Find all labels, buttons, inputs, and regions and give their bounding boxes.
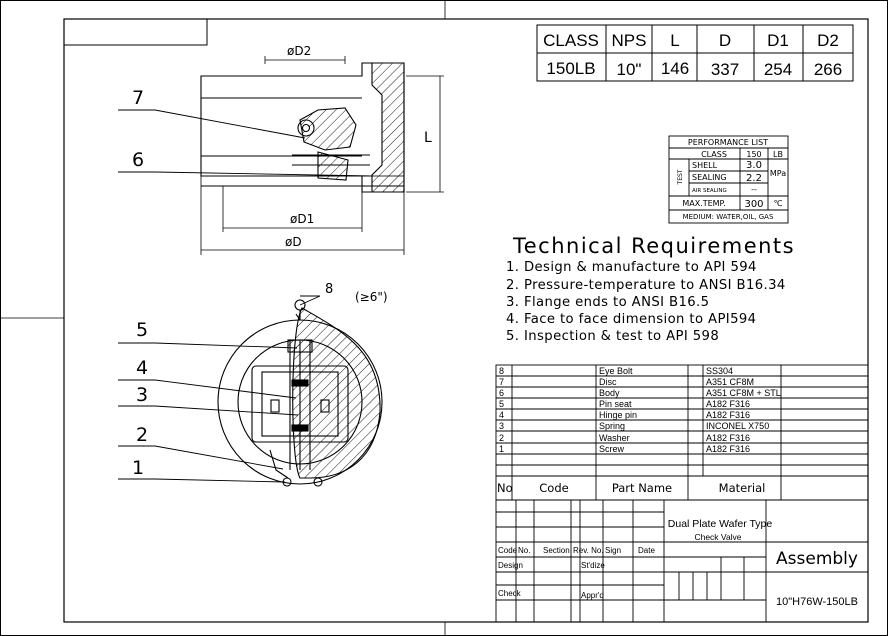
bom-header-material: Material (719, 481, 766, 495)
requirement-item: 2. Pressure-temperature to ANSI B16.34 (506, 278, 786, 293)
perf-class-value: 150 (746, 150, 761, 159)
bom-row-material: A351 CF8M (706, 377, 754, 387)
perf-pressure-unit: MPa (770, 169, 786, 178)
perf-test-label: TEST (677, 169, 684, 185)
spec-value-d2: 266 (814, 60, 842, 79)
bom-row-part: Pin seat (599, 399, 632, 409)
spec-header-l: L (670, 31, 679, 50)
bom-row-part: Disc (599, 377, 617, 387)
bom-header-part: Part Name (612, 481, 672, 495)
spec-header-d2: D2 (817, 31, 839, 50)
spec-header-class: CLASS (543, 31, 599, 50)
bom-header-no: No (497, 481, 513, 495)
bom-row-no: 5 (499, 399, 504, 409)
callout-6: 6 (132, 149, 144, 171)
bom-row-no: 6 (499, 388, 504, 398)
bom-row-no: 4 (499, 410, 504, 420)
title-block-date-label: Date (638, 546, 655, 555)
requirement-item: 4. Face to face dimension to API594 (506, 312, 756, 327)
product-name-line1: Dual Plate Wafer Type (668, 518, 773, 530)
title-block: Code No. Section Rev. No. Sign Date Desi… (495, 499, 869, 623)
assembly-label: Assembly (776, 549, 858, 569)
perf-air-sealing-label: AIR SEALING (692, 188, 727, 194)
bom-row-no: 8 (499, 366, 504, 376)
perf-class-label: CLASS (701, 150, 727, 159)
dimension-d-label: øD (285, 235, 302, 249)
perf-sealing-value: 2.2 (746, 173, 762, 184)
callout-8-note: (≥6") (355, 290, 388, 304)
bom-row-material: A182 F316 (706, 399, 750, 409)
bom-header-code: Code (539, 481, 568, 495)
bom-row-no: 1 (499, 444, 504, 454)
title-block-design-label: Design (498, 561, 523, 570)
spec-value-d1: 254 (764, 60, 792, 79)
performance-list: PERFORMANCE LIST CLASS 150 LB SHELL 3.0 … (668, 135, 789, 224)
requirement-item: 1. Design & manufacture to API 594 (506, 260, 757, 275)
bom-row-material: INCONEL X750 (706, 421, 769, 431)
perf-sealing-label: SEALING (692, 173, 727, 182)
product-name-line2: Check Valve (694, 532, 741, 542)
bill-of-materials: 8 Eye Bolt SS304 7 Disc A351 CF8M 6 Body… (495, 364, 869, 501)
callout-8: 8 (325, 282, 333, 297)
spec-value-class: 150LB (546, 59, 595, 78)
perf-shell-value: 3.0 (746, 160, 762, 171)
technical-requirements: Technical Requirements 1. Design & manuf… (506, 234, 795, 344)
perf-max-temp-label: MAX.TEMP. (682, 199, 725, 208)
bom-row-part: Spring (599, 421, 625, 431)
section-dimensions (200, 56, 444, 255)
perf-air-sealing-value: -- (751, 185, 757, 194)
bom-row-no: 3 (499, 421, 504, 431)
callout-leaders (118, 109, 373, 483)
callout-3: 3 (136, 384, 148, 406)
bom-row-material: A182 F316 (706, 410, 750, 420)
title-block-rev-label: Rev. No. (573, 546, 604, 555)
title-block-code-label: Code (498, 546, 518, 555)
bom-row-material: A182 F316 (706, 433, 750, 443)
dimension-l-label: L (424, 130, 432, 146)
bom-row-part: Washer (599, 433, 630, 443)
perf-shell-label: SHELL (692, 161, 718, 170)
bom-row-part: Eye Bolt (599, 366, 633, 376)
drawing-number: 10"H76W-150LB (776, 596, 858, 608)
bom-row-material: A351 CF8M + STL (706, 388, 781, 398)
dimension-d2-label: øD2 (287, 44, 311, 58)
section-view (200, 62, 405, 193)
bom-row-no: 2 (499, 433, 504, 443)
requirement-item: 5. Inspection & test to API 598 (506, 329, 719, 344)
performance-title: PERFORMANCE LIST (688, 138, 768, 147)
perf-class-unit: LB (773, 150, 783, 159)
spec-value-nps: 10" (617, 60, 642, 79)
spec-value-l: 146 (661, 59, 689, 78)
callout-2: 2 (136, 424, 148, 446)
title-block-section-label: Section (543, 546, 570, 555)
requirements-title: Technical Requirements (512, 234, 795, 258)
callout-5: 5 (136, 319, 148, 341)
bom-row-part: Body (599, 388, 620, 398)
perf-max-temp-value: 300 (744, 199, 763, 210)
bom-row-part: Hinge pin (599, 410, 637, 420)
callout-7: 7 (132, 87, 144, 109)
requirement-item: 3. Flange ends to ANSI B16.5 (506, 295, 709, 310)
title-block-sign-label: Sign (605, 546, 621, 555)
spec-table: CLASS NPS L D D1 D2 150LB 10" 146 337 25… (536, 24, 854, 82)
callout-1: 1 (132, 457, 144, 479)
title-block-apprd-label: Appr'd (581, 591, 604, 600)
perf-medium: MEDIUM: WATER,OIL, GAS (683, 213, 774, 221)
title-block-no-label: No. (518, 546, 530, 555)
bom-row-material: A182 F316 (706, 444, 750, 454)
bom-row-part: Screw (599, 444, 625, 454)
spec-header-d: D (719, 31, 731, 50)
bom-row-material: SS304 (706, 366, 733, 376)
title-block-stdize-label: St'dize (581, 561, 605, 570)
bom-row-no: 7 (499, 377, 504, 387)
spec-value-d: 337 (711, 60, 739, 79)
spec-header-nps: NPS (612, 31, 647, 50)
title-block-check-label: Check (498, 589, 522, 598)
spec-header-d1: D1 (767, 31, 789, 50)
perf-max-temp-unit: ℃ (774, 199, 783, 208)
front-view (217, 299, 383, 487)
dimension-d1-label: øD1 (290, 212, 314, 226)
callout-4: 4 (136, 357, 148, 379)
